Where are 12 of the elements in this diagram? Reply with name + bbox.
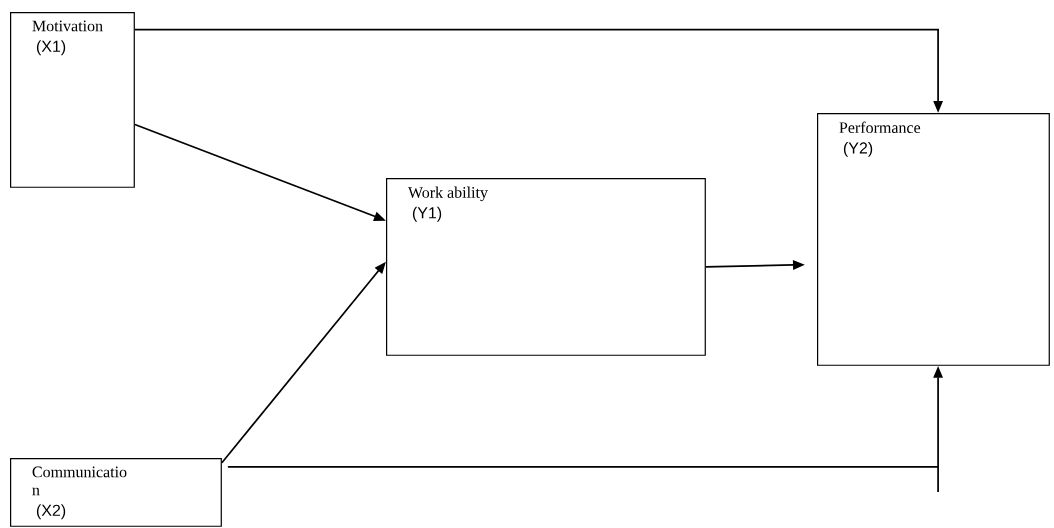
box-heading: Performance: [839, 121, 921, 133]
box-heading: Work ability: [407, 186, 488, 202]
box-label: (X1): [36, 40, 66, 56]
process-box: [10, 12, 135, 188]
box-heading: Motivation: [32, 20, 103, 32]
process-box: [386, 178, 706, 356]
box-label: (X2): [36, 504, 66, 520]
process-box: [817, 113, 1050, 366]
box-label: (Y1): [412, 206, 442, 222]
process-box: [10, 458, 222, 527]
box-label: (Y2): [843, 141, 873, 157]
box-heading: Communicatio n: [32, 466, 127, 496]
